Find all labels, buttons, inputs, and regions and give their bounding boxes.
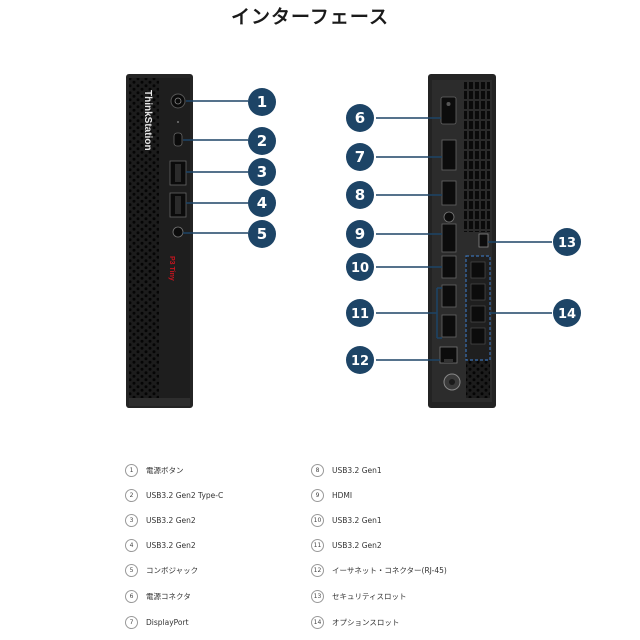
callout-badge-8: 8 bbox=[346, 181, 374, 209]
legend-item: 9 HDMI bbox=[311, 489, 352, 502]
callout-badge-11: 11 bbox=[346, 299, 374, 327]
legend-label: HDMI bbox=[332, 491, 353, 500]
legend-label: USB3.2 Gen2 bbox=[332, 541, 382, 550]
callout-number: 4 bbox=[257, 194, 267, 212]
legend-item: 7 DisplayPort bbox=[125, 616, 189, 629]
legend-label: セキュリティスロット bbox=[332, 592, 407, 601]
callout-badge-7: 7 bbox=[346, 143, 374, 171]
rear-panel bbox=[428, 74, 496, 408]
legend-number: 5 bbox=[125, 564, 138, 577]
legend-number: 9 bbox=[311, 489, 324, 502]
legend-label: 電源コネクタ bbox=[146, 592, 191, 601]
legend-number: 11 bbox=[311, 539, 324, 552]
callout-number: 7 bbox=[355, 148, 365, 166]
legend-item: 14 オプションスロット bbox=[311, 616, 399, 629]
legend-number: 10 bbox=[311, 514, 324, 527]
legend-number: 1 bbox=[125, 464, 138, 477]
legend-item: 10 USB3.2 Gen1 bbox=[311, 514, 382, 527]
callout-badge-9: 9 bbox=[346, 220, 374, 248]
callout-badge-5: 5 bbox=[248, 220, 276, 248]
legend-number: 8 bbox=[311, 464, 324, 477]
legend-item: 6 電源コネクタ bbox=[125, 590, 191, 603]
callout-number: 5 bbox=[257, 225, 267, 243]
usb-c-port-icon bbox=[173, 132, 183, 147]
legend-number: 2 bbox=[125, 489, 138, 502]
legend-label: USB3.2 Gen1 bbox=[332, 466, 382, 475]
legend-label: USB3.2 Gen2 Type-C bbox=[146, 491, 224, 500]
rear-vents bbox=[464, 82, 490, 232]
legend-number: 12 bbox=[311, 564, 324, 577]
callout-number: 6 bbox=[355, 109, 365, 127]
combo-jack-icon bbox=[172, 226, 184, 238]
front-model-text: P3 Tiny bbox=[168, 256, 175, 281]
power-connector-icon bbox=[440, 96, 457, 125]
legend-label: 電源ボタン bbox=[146, 466, 184, 475]
legend-item: 8 USB3.2 Gen1 bbox=[311, 464, 382, 477]
legend-label: イーサネット・コネクター(RJ-45) bbox=[332, 566, 447, 575]
callout-number: 14 bbox=[558, 307, 576, 322]
rear-leader-lines bbox=[376, 117, 552, 361]
callout-badge-12: 12 bbox=[346, 346, 374, 374]
legend-item: 4 USB3.2 Gen2 bbox=[125, 539, 196, 552]
legend-number: 6 bbox=[125, 590, 138, 603]
legend-label: USB3.2 Gen1 bbox=[332, 516, 382, 525]
callout-number: 8 bbox=[355, 186, 365, 204]
legend-number: 3 bbox=[125, 514, 138, 527]
legend-item: 2 USB3.2 Gen2 Type-C bbox=[125, 489, 223, 502]
usb-a-port-icon bbox=[441, 180, 457, 206]
power-button-icon bbox=[170, 93, 186, 109]
callout-badge-6: 6 bbox=[346, 104, 374, 132]
legend-number: 14 bbox=[311, 616, 324, 629]
front-leader-lines bbox=[183, 100, 248, 234]
callout-number: 12 bbox=[351, 354, 369, 369]
hdmi-port-icon bbox=[441, 223, 457, 253]
usb-a-port-icon bbox=[441, 284, 457, 308]
legend-item: 12 イーサネット・コネクター(RJ-45) bbox=[311, 564, 447, 577]
callout-number: 9 bbox=[355, 225, 365, 243]
legend-label: USB3.2 Gen2 bbox=[146, 516, 196, 525]
callout-number: 13 bbox=[558, 236, 576, 251]
callout-number: 3 bbox=[257, 163, 267, 181]
legend-label: USB3.2 Gen2 bbox=[146, 541, 196, 550]
legend-item: 3 USB3.2 Gen2 bbox=[125, 514, 196, 527]
callout-badge-14: 14 bbox=[553, 299, 581, 327]
callout-number: 1 bbox=[257, 93, 267, 111]
front-brand-text: ThinkStation bbox=[142, 90, 153, 151]
legend-number: 7 bbox=[125, 616, 138, 629]
displayport-icon bbox=[441, 139, 457, 171]
legend-item: 5 コンボジャック bbox=[125, 564, 198, 577]
legend-number: 13 bbox=[311, 590, 324, 603]
callout-badge-3: 3 bbox=[248, 158, 276, 186]
callout-badge-13: 13 bbox=[553, 228, 581, 256]
callout-number: 2 bbox=[257, 132, 267, 150]
security-slot-icon bbox=[478, 233, 489, 248]
callout-number: 11 bbox=[351, 307, 369, 322]
legend-label: コンボジャック bbox=[146, 566, 199, 575]
callout-badge-4: 4 bbox=[248, 189, 276, 217]
interface-figure: ThinkStation P3 Tiny bbox=[126, 74, 581, 408]
callout-badge-2: 2 bbox=[248, 127, 276, 155]
callout-badge-10: 10 bbox=[346, 253, 374, 281]
legend-item: 13 セキュリティスロット bbox=[311, 590, 407, 603]
legend-label: オプションスロット bbox=[332, 618, 400, 627]
usb-a-port-icon bbox=[441, 314, 457, 338]
legend-item: 11 USB3.2 Gen2 bbox=[311, 539, 382, 552]
callout-number: 10 bbox=[351, 261, 369, 276]
legend-item: 1 電源ボタン bbox=[125, 464, 184, 477]
callout-badge-1: 1 bbox=[248, 88, 276, 116]
page-title: インターフェース bbox=[231, 6, 389, 28]
legend-label: DisplayPort bbox=[146, 618, 189, 627]
front-grille bbox=[129, 78, 159, 400]
front-panel: ThinkStation P3 Tiny bbox=[126, 74, 193, 408]
legend-number: 4 bbox=[125, 539, 138, 552]
